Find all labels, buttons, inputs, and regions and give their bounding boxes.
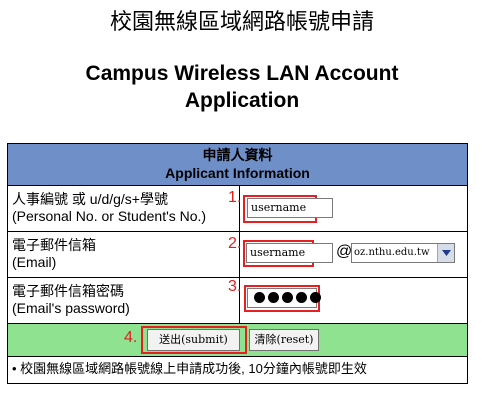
form-header-english: Applicant Information (165, 165, 310, 181)
password-dot (310, 292, 321, 303)
password-dot (296, 292, 307, 303)
step-2-marker: 2. (228, 235, 242, 252)
email-row: 電子郵件信箱 (Email) 2. username @ oz.nthu.edu… (8, 231, 467, 277)
personal-id-cell: 1. username (228, 186, 467, 231)
password-dot (282, 292, 293, 303)
reset-button[interactable]: 清除(reset) (249, 329, 319, 351)
page-title-chinese: 校園無線區域網路帳號申請 (109, 10, 374, 35)
button-row: 4. 送出(submit) 清除(reset) (8, 323, 467, 356)
password-label: 電子郵件信箱密碼 (Email's password) (8, 278, 240, 323)
step-1-marker: 1. (228, 189, 242, 206)
email-label-english: (Email) (12, 254, 57, 270)
at-sign: @ (336, 243, 353, 260)
email-cell: 2. username @ oz.nthu.edu.tw (228, 232, 467, 277)
password-row: 電子郵件信箱密碼 (Email's password) 3. (8, 277, 467, 323)
password-label-chinese: 電子郵件信箱密碼 (12, 283, 124, 299)
personal-id-label-english: (Personal No. or Student's No.) (12, 208, 207, 224)
password-dot (254, 292, 265, 303)
email-label-chinese: 電子郵件信箱 (12, 237, 96, 253)
application-form: 申請人資料 Applicant Information 人事編號 或 u/d/g… (7, 143, 468, 384)
personal-id-label-chinese: 人事編號 或 u/d/g/s+學號 (12, 191, 168, 207)
personal-id-row: 人事編號 或 u/d/g/s+學號 (Personal No. or Stude… (8, 185, 467, 231)
activation-note: • 校園無線區域網路帳號線上申請成功後, 10分鐘內帳號即生效 (8, 356, 467, 383)
password-label-english: (Email's password) (12, 300, 130, 316)
form-header: 申請人資料 Applicant Information (8, 144, 467, 185)
page-title-english-text: Campus Wireless LAN Account Application (85, 62, 399, 112)
step-4-highlight (141, 326, 247, 354)
step-3-marker: 3. (228, 278, 242, 295)
password-cell: 3. (228, 278, 467, 323)
email-domain-select[interactable]: oz.nthu.edu.tw (351, 243, 455, 263)
personal-id-label: 人事編號 或 u/d/g/s+學號 (Personal No. or Stude… (8, 186, 240, 231)
email-label: 電子郵件信箱 (Email) (8, 232, 240, 277)
chevron-down-icon[interactable] (437, 244, 454, 262)
personal-id-input[interactable]: username (247, 198, 333, 218)
submit-button[interactable]: 送出(submit) (147, 329, 240, 351)
password-dot (268, 292, 279, 303)
page-title-english: Campus Wireless LAN Account Application (0, 60, 484, 114)
email-username-input[interactable]: username (246, 243, 333, 263)
form-header-chinese: 申請人資料 (202, 147, 273, 163)
email-domain-value: oz.nthu.edu.tw (354, 247, 430, 258)
password-input[interactable] (247, 288, 321, 308)
step-4-marker: 4. (124, 329, 138, 346)
password-mask (254, 292, 321, 303)
